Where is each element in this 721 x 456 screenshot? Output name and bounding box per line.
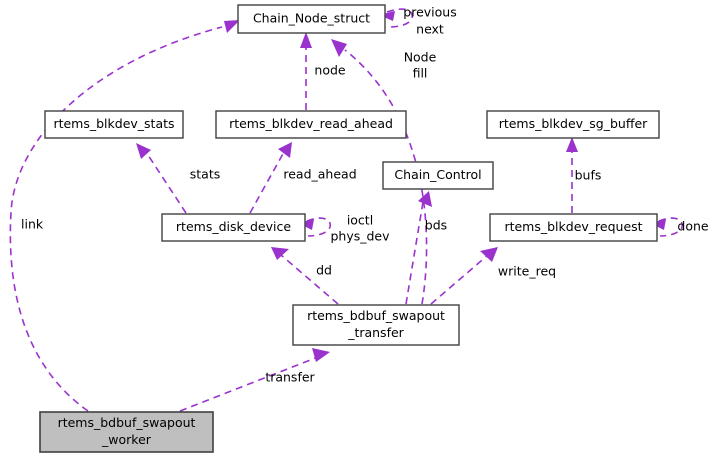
edge-bufs [566,137,578,213]
node-chain_control[interactable]: Chain_Control [382,161,494,190]
node-rtems_disk_device-box[interactable] [161,213,306,242]
edge-transfer-label-line: transfer [265,370,315,385]
edge-link-arrowhead-icon [224,20,240,33]
edge-ioctl-phys-dev [298,217,331,237]
node-rtems_blkdev_stats-label: rtems_blkdev_stats [53,116,174,131]
edge-bds-label-line: bds [425,218,447,233]
edge-ioctl-phys-dev-label-line: ioctl [347,213,373,228]
node-chain_control-label: Chain_Control [394,167,481,182]
node-rtems_bdbuf_swapout_transfer-box[interactable] [292,304,460,346]
edge-write-req-label: write_req [498,264,556,279]
node-chain_control-box[interactable] [382,161,494,190]
node-rtems_blkdev_stats-box[interactable] [44,110,184,139]
edge-done-arrowhead-icon [650,219,666,230]
edge-node-fill-label-line: fill [413,66,428,81]
edge-bufs-arrowhead-icon [566,137,578,152]
node-rtems_blkdev_sg_buffer[interactable]: rtems_blkdev_sg_buffer [486,110,660,139]
edge-ioctl-phys-dev-label-line: phys_dev [330,229,390,244]
node-rtems_bdbuf_swapout_worker-label: rtems_bdbuf_swapout [58,415,196,430]
node-rtems_bdbuf_swapout_worker-label: _worker [101,432,152,447]
edge-link-line [9,26,223,412]
node-rtems_bdbuf_swapout_transfer-label: _transfer [347,325,404,340]
edge-node-label-line: node [314,63,346,78]
edge-link-label-line: link [21,217,44,232]
edge-stats-label: stats [190,167,221,182]
edge-bufs-label: bufs [575,168,602,183]
edge-previous-next-label: previous next [403,5,456,37]
edge-write-req [430,247,498,305]
edge-link [9,20,240,412]
edge-bds-label: bds [425,218,447,233]
edge-stats-line [145,151,187,214]
node-rtems_blkdev_request[interactable]: rtems_blkdev_request [489,213,658,242]
edge-read-ahead-label: read_ahead [283,167,356,182]
edge-transfer [179,348,330,412]
node-rtems_bdbuf_swapout_transfer-label: rtems_bdbuf_swapout [307,308,445,323]
node-rtems_blkdev_sg_buffer-label: rtems_blkdev_sg_buffer [499,116,648,131]
edge-read-ahead-arrowhead-icon [278,142,292,158]
edges-layer [9,8,683,412]
node-rtems_blkdev_request-box[interactable] [489,213,658,242]
edge-transfer-line [179,356,319,412]
edge-stats-arrowhead-icon [136,143,151,159]
edge-write-req-label-line: write_req [498,264,556,279]
node-rtems_blkdev_request-label: rtems_blkdev_request [504,219,642,234]
edge-dd-label-line: dd [316,263,332,278]
edge-previous-next-line [386,8,413,28]
edge-node [300,32,312,110]
edge-bds [405,191,432,305]
node-chain_node_struct-label: Chain_Node_struct [253,11,370,26]
edge-bufs-label-line: bufs [575,168,602,183]
node-rtems_blkdev_stats[interactable]: rtems_blkdev_stats [44,110,184,139]
edge-dd-label: dd [316,263,332,278]
edge-bds-line [405,201,424,305]
edge-transfer-arrowhead-icon [312,348,330,362]
edge-node-label: node [314,63,346,78]
node-rtems_blkdev_read_ahead[interactable]: rtems_blkdev_read_ahead [215,110,407,139]
edge-read-ahead-label-line: read_ahead [283,167,356,182]
edge-node-fill-label-line: Node [404,50,437,65]
edge-previous-next-arrowhead-icon [379,11,395,21]
edge-stats [136,143,187,214]
node-rtems_blkdev_read_ahead-box[interactable] [215,110,407,139]
edge-dd-arrowhead-icon [271,247,289,260]
edge-bds-arrowhead-icon [418,191,432,207]
edge-dd [271,247,339,305]
node-rtems_blkdev_read_ahead-label: rtems_blkdev_read_ahead [229,116,393,131]
node-rtems_blkdev_sg_buffer-box[interactable] [486,110,660,139]
edge-previous-next-label-line: next [416,22,444,37]
edge-done-label-line: done [677,219,709,234]
edge-ioctl-phys-dev-line [306,217,331,237]
edge-done-label: done [677,219,709,234]
edge-stats-label-line: stats [190,167,221,182]
edge-read-ahead [249,142,292,214]
edge-transfer-label: transfer [265,370,315,385]
node-rtems_disk_device-label: rtems_disk_device [176,219,291,234]
node-rtems_bdbuf_swapout_transfer[interactable]: rtems_bdbuf_swapout _transfer [292,304,460,346]
node-rtems_bdbuf_swapout_worker-box[interactable] [39,411,214,453]
edge-done-line [658,217,683,237]
edge-node-arrowhead-icon [300,32,312,48]
edge-write-req-line [430,254,489,305]
edge-write-req-arrowhead-icon [480,247,498,262]
edge-ioctl-phys-dev-arrowhead-icon [298,219,314,230]
node-chain_node_struct-box[interactable] [237,4,386,34]
edge-dd-line [280,254,339,305]
edge-read-ahead-line [249,151,285,214]
edge-done [650,217,683,237]
edge-link-label: link [21,217,44,232]
edge-previous-next-label-line: previous [403,5,456,20]
edge-node-fill-arrowhead-icon [331,39,347,57]
node-rtems_disk_device[interactable]: rtems_disk_device [161,213,306,242]
edge-previous-next [379,8,413,28]
node-rtems_bdbuf_swapout_worker[interactable]: rtems_bdbuf_swapout _worker [39,411,214,453]
node-chain_node_struct[interactable]: Chain_Node_struct [237,4,386,34]
